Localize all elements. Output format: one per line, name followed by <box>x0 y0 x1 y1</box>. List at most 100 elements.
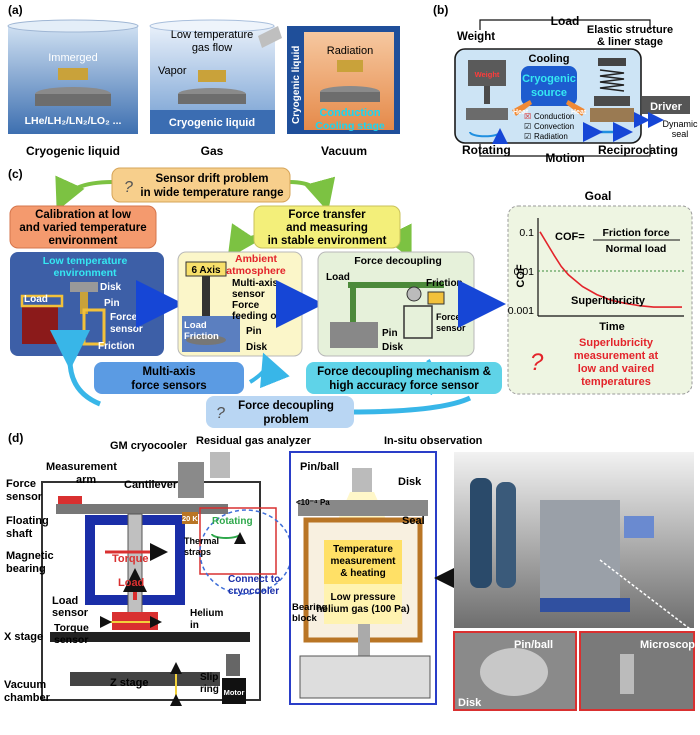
radiation-label: Radiation <box>327 45 373 57</box>
cof-chart: COF 0.1 0.01 0.001 COF= Friction force N… <box>508 218 684 333</box>
ambient-atmosphere-diagram: 6 Axis Ambient atmosphere Multi-axis sen… <box>177 251 303 357</box>
panel-a: (a) Immerged LHe/LH₂/LN₂/LO₂ ... Cryogen… <box>7 3 400 158</box>
friction-label-2: Friction <box>184 331 219 342</box>
blue-base <box>540 598 630 612</box>
spring-top <box>598 58 626 66</box>
tank-top <box>7 19 139 33</box>
weight-block-label: Weight <box>475 70 500 79</box>
heat-arrow-left <box>512 100 532 116</box>
question-icon-1: ? <box>124 179 133 196</box>
calib-label-3: environment <box>48 235 117 247</box>
cycle-arrow-5 <box>49 329 102 407</box>
goal-text-4: temperatures <box>581 376 651 388</box>
force-label-2: and measuring <box>286 222 368 234</box>
helium-zone <box>324 584 402 624</box>
photo-pinball-label: Pin/ball <box>514 639 553 651</box>
vacuum-chamber-outline <box>41 481 261 701</box>
pressure-label: <10⁻⁴ Pa <box>296 498 330 507</box>
decoupling-arm <box>348 282 444 288</box>
time-axis-label: Time <box>599 321 624 333</box>
panel-b-label: (b) <box>433 3 448 17</box>
temp-meas-label-2: measurement <box>330 556 396 567</box>
panel-c-label: (c) <box>8 167 23 181</box>
temp-meas-label-3: & heating <box>340 568 386 579</box>
low-env-label-1: Low temperature <box>43 255 128 267</box>
force-sensor-label-1: Force <box>110 312 138 323</box>
torque-label: Torque <box>112 553 148 565</box>
low-temp-label-2: gas flow <box>192 42 232 54</box>
pivot-wheel <box>406 286 422 302</box>
magnetic-bearing-label-2: bearing <box>6 563 46 575</box>
torque-sensor-label-1: Torque <box>54 622 89 634</box>
calib-label-2: and varied temperature <box>19 222 146 234</box>
decoupling-problem-2: problem <box>263 414 308 426</box>
cryo-liquid-vertical: Cryogenic liquid <box>291 46 302 124</box>
drift-problem-box <box>111 167 291 203</box>
multi-axis-label-1: Multi-axis <box>232 278 279 289</box>
vapor-label: Vapor <box>158 65 187 77</box>
low-pressure-label-2: helium gas (100 Pa) <box>316 604 409 615</box>
force-sensor-label-2: sensor <box>6 491 43 503</box>
rotating-label-d: Rotating <box>212 516 253 527</box>
helium-label-1: Helium <box>190 608 223 619</box>
decoupling-problem-1: Force decoupling <box>238 400 334 412</box>
cof-equation: COF= <box>555 231 585 243</box>
load-sensor-label-2: sensor <box>52 607 89 619</box>
slip-ring-shape <box>226 654 240 676</box>
force-sensor-label-3a: Force <box>436 312 461 322</box>
low-env-label-2: environment <box>53 267 117 279</box>
k20-block <box>182 512 198 524</box>
x-stage-shape <box>50 632 250 642</box>
liquid-bottom <box>150 110 275 134</box>
rad-label: Radiation <box>534 132 568 141</box>
conv-check: ☑ <box>524 122 531 131</box>
bearing-block-label-1: Bearing <box>292 602 328 613</box>
low-temp-label-1: Low temperature <box>171 29 254 41</box>
base-block <box>299 655 431 699</box>
cof-tick-0.1: 0.1 <box>519 227 534 239</box>
multi-axis-sensors-1: Multi-axis <box>142 366 195 378</box>
disk-label: Disk <box>100 282 122 293</box>
spring-icon <box>599 69 625 92</box>
disk-small <box>70 282 98 292</box>
disk-2 <box>186 335 226 345</box>
helium-label-2: in <box>190 620 199 631</box>
load-frame <box>20 294 64 308</box>
ambient-label-1: Ambient <box>235 253 278 265</box>
vacuum-chamber-label-1: Vacuum <box>4 679 46 691</box>
slip-ring-label-2: ring <box>200 684 219 695</box>
measurement-arm-label-1: Measurement <box>46 461 117 473</box>
conduction-label: Conduction <box>319 107 380 119</box>
goal-text-1: Superlubricity <box>579 337 654 349</box>
goal-text-2: measurement at <box>574 350 659 362</box>
microscope-tube <box>352 468 372 492</box>
floating-shaft-label-2: shaft <box>6 528 33 540</box>
z-stage-shape <box>70 672 220 686</box>
disk-body <box>35 94 111 106</box>
pin-label-3: Pin <box>382 328 398 339</box>
disk-label-3: Disk <box>382 342 404 353</box>
immerged-label: Immerged <box>48 52 98 64</box>
cryogenic-liquid-illustration: Immerged LHe/LH₂/LN₂/LO₂ ... Cryogenic l… <box>7 19 139 158</box>
force-sensor-label-2: sensor <box>110 324 143 335</box>
decoupling-mechanism-box <box>306 362 502 394</box>
measurement-arm-label-2: arm <box>76 474 96 486</box>
panel-c: (c) ? Sensor drift problem in wide tempe… <box>8 167 693 428</box>
cooling-stage-label: Cooling stage <box>315 120 385 132</box>
gas-cylinder-2 <box>496 482 516 588</box>
cooling-label: Cooling <box>529 53 570 65</box>
cycle-arrow-1 <box>55 175 113 212</box>
spring-plate <box>594 96 630 106</box>
drift-label-2: in wide temperature range <box>140 187 283 199</box>
multi-axis-label-2: sensor <box>232 289 265 300</box>
magnetic-bearing-label-1: Magnetic <box>6 550 54 562</box>
cof-denominator: Normal load <box>606 243 667 255</box>
panel-b: (b) Load Weight Elastic structure & line… <box>433 3 698 165</box>
cof-series-line <box>539 231 682 308</box>
motion-bracket <box>479 144 651 157</box>
insitu-label: In-situ observation <box>384 435 483 447</box>
pinball-label: Pin/ball <box>300 461 339 473</box>
cof-axis-label: COF <box>515 264 527 288</box>
cycle-arrow-2 <box>289 176 336 212</box>
reciprocating-label: Reciprocating <box>598 143 678 157</box>
